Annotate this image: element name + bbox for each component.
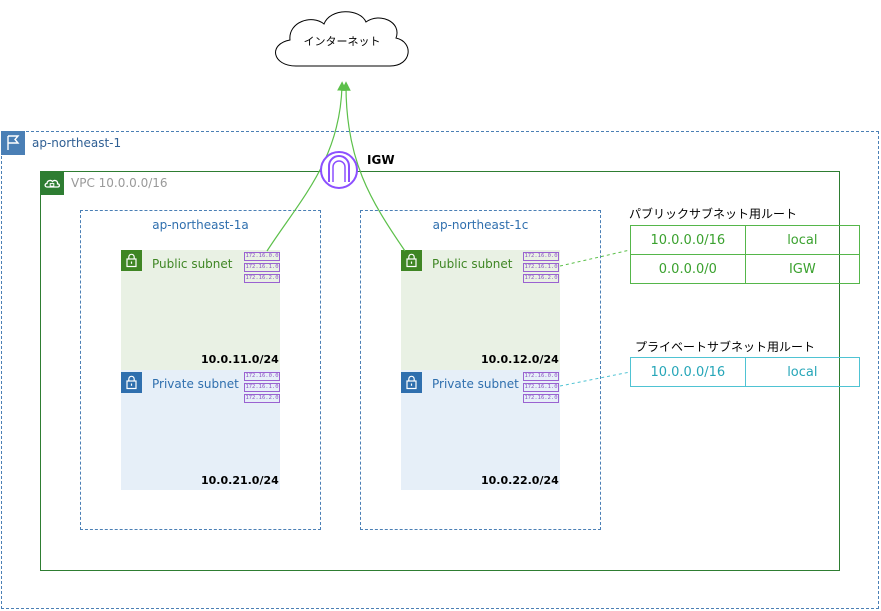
public-route-association	[559, 249, 631, 267]
ip-chip: 172.16.1.0	[523, 263, 559, 272]
private-subnet-cidr-1a: 10.0.21.0/24	[201, 474, 279, 487]
table-row: 0.0.0.0/0 IGW	[630, 254, 861, 284]
public-route-title: パブリックサブネット用ルート	[629, 207, 798, 221]
ip-chip: 172.16.2.0	[244, 274, 280, 283]
ip-chip: 172.16.0.0	[244, 372, 280, 381]
route-arrow-1c	[341, 81, 406, 252]
route-target: local	[744, 357, 861, 387]
ip-chip-stack-priv-1c: 172.16.0.0 172.16.1.0 172.16.2.0	[523, 372, 559, 405]
route-dest: 10.0.0.0/16	[630, 357, 746, 387]
private-route-association	[559, 371, 631, 387]
route-target: IGW	[744, 254, 861, 284]
internet-label: インターネット	[303, 35, 381, 48]
region-label: ap-northeast-1	[32, 136, 122, 150]
ip-chip: 172.16.1.0	[244, 263, 280, 272]
public-subnet-lock-icon	[121, 250, 142, 271]
public-subnet-label-1a: Public subnet	[152, 257, 233, 271]
igw-label: IGW	[367, 153, 395, 167]
route-dest: 0.0.0.0/0	[630, 254, 746, 284]
vpc-cloud-icon	[40, 171, 64, 195]
public-route-table: 10.0.0.0/16 local 0.0.0.0/0 IGW	[630, 225, 861, 284]
ip-chip: 172.16.0.0	[244, 252, 280, 261]
internet-cloud-icon	[275, 11, 409, 67]
ip-chip-stack-pub-1a: 172.16.0.0 172.16.1.0 172.16.2.0	[244, 252, 280, 285]
ip-chip: 172.16.2.0	[523, 274, 559, 283]
vpc-label: VPC 10.0.0.0/16	[71, 176, 168, 190]
public-subnet-1c	[401, 250, 560, 370]
private-subnet-lock-icon	[121, 372, 142, 393]
private-route-table: 10.0.0.0/16 local	[630, 357, 861, 387]
ip-chip: 172.16.2.0	[244, 394, 280, 403]
ip-chip: 172.16.1.0	[523, 383, 559, 392]
ip-chip: 172.16.0.0	[523, 252, 559, 261]
public-subnet-1a	[121, 250, 280, 370]
public-subnet-cidr-1c: 10.0.12.0/24	[481, 353, 559, 366]
route-target: local	[744, 225, 861, 255]
igw-icon	[320, 151, 358, 189]
az-container-1a	[80, 210, 321, 530]
table-row: 10.0.0.0/16 local	[630, 357, 861, 387]
private-subnet-1c	[401, 370, 560, 490]
az-container-1c	[360, 210, 601, 530]
public-subnet-lock-icon	[401, 250, 422, 271]
private-subnet-1a	[121, 370, 280, 490]
az-label-1c: ap-northeast-1c	[432, 218, 529, 232]
public-subnet-label-1c: Public subnet	[432, 257, 513, 271]
private-subnet-cidr-1c: 10.0.22.0/24	[481, 474, 559, 487]
route-dest: 10.0.0.0/16	[630, 225, 746, 255]
ip-chip: 172.16.2.0	[523, 394, 559, 403]
private-subnet-label-1c: Private subnet	[432, 377, 519, 391]
ip-chip: 172.16.0.0	[523, 372, 559, 381]
table-row: 10.0.0.0/16 local	[630, 225, 861, 255]
region-flag-icon	[1, 131, 25, 155]
ip-chip: 172.16.1.0	[244, 383, 280, 392]
ip-chip-stack-priv-1a: 172.16.0.0 172.16.1.0 172.16.2.0	[244, 372, 280, 405]
route-arrow-1a	[266, 81, 347, 252]
az-label-1a: ap-northeast-1a	[152, 218, 249, 232]
private-subnet-label-1a: Private subnet	[152, 377, 239, 391]
private-subnet-lock-icon	[401, 372, 422, 393]
region-container	[1, 131, 879, 609]
private-route-title: プライベートサブネット用ルート	[635, 340, 816, 354]
ip-chip-stack-pub-1c: 172.16.0.0 172.16.1.0 172.16.2.0	[523, 252, 559, 285]
public-subnet-cidr-1a: 10.0.11.0/24	[201, 353, 279, 366]
